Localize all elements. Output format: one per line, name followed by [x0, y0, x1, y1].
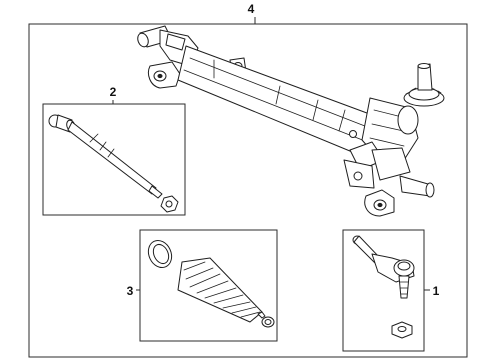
callout-3-label: 3 [127, 284, 134, 298]
steering-rack-housing [137, 25, 445, 217]
inner-tie-rod [48, 114, 179, 213]
callout-2-group: 2 [42, 85, 186, 216]
callout-1-box [342, 229, 425, 352]
outer-tie-rod-end [352, 235, 415, 339]
boot-kit [147, 239, 275, 328]
callout-3-box [139, 229, 278, 342]
assembly-frame [28, 23, 468, 358]
callout-1-group: 1 [342, 229, 440, 352]
callout-4-label: 4 [248, 2, 255, 16]
callout-4-group: 4 [28, 2, 468, 358]
callout-3-group: 3 [127, 229, 278, 342]
callout-2-label: 2 [110, 85, 117, 99]
callout-1-label: 1 [433, 284, 440, 298]
callout-2-box [42, 103, 186, 216]
